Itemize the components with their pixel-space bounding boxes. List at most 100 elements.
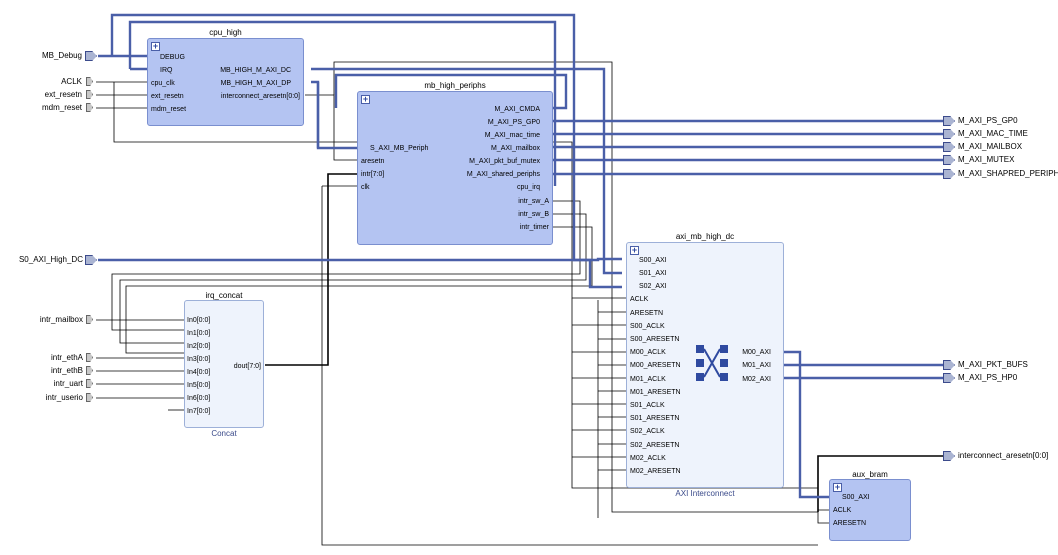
port-m-axi-ps-gp0[interactable] bbox=[943, 116, 955, 126]
port-mdm-reset-label: mdm_reset bbox=[41, 103, 82, 112]
axi-port-m01-aclk: M01_ACLK bbox=[630, 376, 666, 383]
irq-concat-subtitle: Concat bbox=[211, 429, 237, 438]
axi-port-s02-aclk: S02_ACLK bbox=[630, 428, 665, 435]
axi-interconnect-expand-icon[interactable] bbox=[630, 246, 639, 255]
port-m-axi-mutex[interactable] bbox=[943, 155, 955, 165]
port-intr-mailbox[interactable] bbox=[86, 315, 93, 324]
concat-port-in2: In2[0:0] bbox=[187, 343, 211, 350]
axi-port-s00-aresetn: S00_ARESETN bbox=[630, 336, 680, 343]
mb-periph-port-m-axi-mac-time: M_AXI_mac_time bbox=[484, 132, 540, 139]
aux-bram-port-aclk: ACLK bbox=[833, 507, 852, 514]
port-s0-axi-high-dc[interactable] bbox=[85, 255, 97, 265]
cpu-high-port-debug: DEBUG bbox=[160, 54, 185, 61]
port-m-axi-mailbox[interactable] bbox=[943, 142, 955, 152]
port-ext-resetn-label: ext_resetn bbox=[44, 90, 82, 99]
axi-port-m01-axi: M01_AXI bbox=[742, 362, 771, 369]
port-mb-debug-label: MB_Debug bbox=[41, 51, 82, 60]
aux-bram-port-aresetn: ARESETN bbox=[833, 520, 867, 527]
aux-bram-title: aux_bram bbox=[852, 470, 888, 479]
cpu-high-port-m-axi-dc: MB_HIGH_M_AXI_DC bbox=[220, 67, 291, 74]
mb-high-periphs-expand-icon[interactable] bbox=[361, 95, 370, 104]
mb-periph-port-intr-timer: intr_timer bbox=[519, 224, 549, 231]
cpu-high-title: cpu_high bbox=[209, 28, 242, 37]
aux-bram-block[interactable]: S00_AXI ACLK ARESETN bbox=[829, 479, 911, 541]
axi-port-m00-axi: M00_AXI bbox=[742, 349, 771, 356]
port-mb-debug[interactable] bbox=[85, 51, 97, 61]
concat-port-in6: In6[0:0] bbox=[187, 395, 211, 402]
port-ext-resetn[interactable] bbox=[86, 90, 93, 99]
port-m-axi-ps-hp0-label: M_AXI_PS_HP0 bbox=[958, 373, 1018, 382]
port-m-axi-ps-hp0[interactable] bbox=[943, 373, 955, 383]
axi-port-m02-aresetn: M02_ARESETN bbox=[630, 468, 681, 475]
mb-periph-port-intr-sw-a: intr_sw_A bbox=[518, 198, 549, 205]
port-aclk[interactable] bbox=[86, 77, 93, 86]
mb-periph-port-cpu-irq: cpu_irq bbox=[517, 184, 540, 191]
axi-port-m02-aclk: M02_ACLK bbox=[630, 455, 666, 462]
port-intr-uart[interactable] bbox=[86, 379, 93, 388]
port-m-axi-mailbox-label: M_AXI_MAILBOX bbox=[958, 142, 1023, 151]
port-aclk-label: ACLK bbox=[61, 77, 82, 86]
port-mdm-reset[interactable] bbox=[86, 103, 93, 112]
net-wires bbox=[96, 61, 943, 546]
mb-periph-port-m-axi-pkt-buf-mutex: M_AXI_pkt_buf_mutex bbox=[469, 158, 540, 165]
cpu-high-port-m-axi-dp: MB_HIGH_M_AXI_DP bbox=[220, 80, 291, 87]
aux-bram-port-s00-axi: S00_AXI bbox=[842, 494, 870, 501]
cpu-high-port-interconnect-aresetn: interconnect_aresetn[0:0] bbox=[221, 93, 300, 100]
concat-port-in5: In5[0:0] bbox=[187, 382, 211, 389]
port-m-axi-ps-gp0-label: M_AXI_PS_GP0 bbox=[958, 116, 1018, 125]
port-m-axi-shapred-periph-label: M_AXI_SHAPRED_PERIPH bbox=[958, 169, 1058, 178]
port-interconnect-aresetn-label: interconnect_aresetn[0:0] bbox=[958, 451, 1049, 460]
mb-periph-port-aresetn: aresetn bbox=[361, 158, 385, 165]
cpu-high-expand-icon[interactable] bbox=[151, 42, 160, 51]
port-s0-axi-high-dc-label: S0_AXI_High_DC bbox=[18, 255, 83, 264]
port-intr-etha-label: intr_ethA bbox=[50, 353, 83, 362]
axi-port-s02-aresetn: S02_ARESETN bbox=[630, 442, 680, 449]
port-intr-ethb-label: intr_ethB bbox=[50, 366, 83, 375]
axi-port-s01-aresetn: S01_ARESETN bbox=[630, 415, 680, 422]
port-m-axi-mac-time-label: M_AXI_MAC_TIME bbox=[958, 129, 1028, 138]
axi-port-m02-axi: M02_AXI bbox=[742, 376, 771, 383]
irq-concat-title: irq_concat bbox=[205, 291, 243, 300]
axi-port-m01-aresetn: M01_ARESETN bbox=[630, 389, 681, 396]
axi-port-aresetn: ARESETN bbox=[630, 310, 664, 317]
irq-concat-block[interactable]: In0[0:0] In1[0:0] In2[0:0] In3[0:0] In4[… bbox=[184, 300, 264, 428]
mb-high-periphs-block[interactable]: S_AXI_MB_Periph aresetn intr[7:0] clk M_… bbox=[357, 91, 553, 245]
axi-port-s01-aclk: S01_ACLK bbox=[630, 402, 665, 409]
bus-wires bbox=[98, 13, 943, 499]
cpu-high-port-ext-resetn: ext_resetn bbox=[151, 93, 184, 100]
aux-bram-expand-icon[interactable] bbox=[833, 483, 842, 492]
mb-high-periphs-title: mb_high_periphs bbox=[424, 81, 486, 90]
axi-mb-high-dc-title: axi_mb_high_dc bbox=[675, 232, 735, 241]
axi-port-s00-aclk: S00_ACLK bbox=[630, 323, 665, 330]
port-interconnect-aresetn[interactable] bbox=[943, 451, 955, 461]
port-intr-ethb[interactable] bbox=[86, 366, 93, 375]
mb-periph-port-m-axi-cmda: M_AXI_CMDA bbox=[494, 106, 540, 113]
mb-periph-port-intr: intr[7:0] bbox=[361, 171, 385, 178]
axi-mb-high-dc-block[interactable]: S00_AXI S01_AXI S02_AXI ACLK ARESETN S00… bbox=[626, 242, 784, 488]
port-intr-uart-label: intr_uart bbox=[53, 379, 83, 388]
port-intr-userio[interactable] bbox=[86, 393, 93, 402]
port-m-axi-shapred-periph[interactable] bbox=[943, 169, 955, 179]
axi-port-m00-aclk: M00_ACLK bbox=[630, 349, 666, 356]
mb-periph-port-intr-sw-b: intr_sw_B bbox=[518, 211, 549, 218]
concat-port-in1: In1[0:0] bbox=[187, 330, 211, 337]
port-m-axi-pkt-bufs[interactable] bbox=[943, 360, 955, 370]
port-m-axi-mac-time[interactable] bbox=[943, 129, 955, 139]
axi-port-s02-axi: S02_AXI bbox=[639, 283, 667, 290]
port-m-axi-mutex-label: M_AXI_MUTEX bbox=[958, 155, 1015, 164]
cpu-high-port-cpu-clk: cpu_clk bbox=[151, 80, 175, 87]
cpu-high-port-mdm-reset: mdm_reset bbox=[151, 106, 187, 113]
mb-periph-port-clk: clk bbox=[361, 184, 370, 191]
axi-port-s00-axi: S00_AXI bbox=[639, 257, 667, 264]
axi-mb-high-dc-subtitle: AXI Interconnect bbox=[675, 489, 735, 498]
mb-periph-port-m-axi-shared-periphs: M_AXI_shared_periphs bbox=[466, 171, 540, 178]
port-intr-etha[interactable] bbox=[86, 353, 93, 362]
axi-port-s01-axi: S01_AXI bbox=[639, 270, 667, 277]
axi-port-aclk: ACLK bbox=[630, 296, 649, 303]
cpu-high-port-irq: IRQ bbox=[160, 67, 173, 74]
mb-periph-port-m-axi-ps-gp0: M_AXI_PS_GP0 bbox=[487, 119, 540, 126]
cpu-high-block[interactable]: DEBUG IRQ cpu_clk ext_resetn mdm_reset M… bbox=[147, 38, 304, 126]
concat-port-in0: In0[0:0] bbox=[187, 317, 211, 324]
concat-port-dout: dout[7:0] bbox=[233, 363, 261, 370]
